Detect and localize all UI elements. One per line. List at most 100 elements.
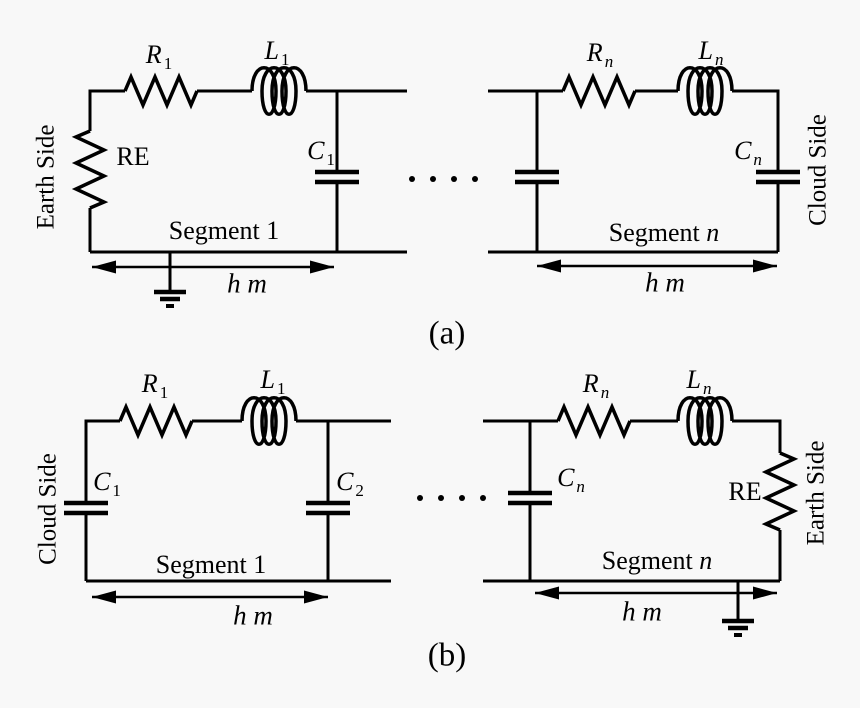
resistor-re-a — [71, 129, 109, 210]
r1-a-symbol: R — [145, 40, 162, 69]
l1-b-symbol: L — [260, 365, 275, 394]
l1-b-subscript: 1 — [276, 379, 286, 398]
caption-b: (b) — [427, 637, 467, 674]
l1-a-symbol: L — [264, 36, 279, 65]
panel-b-circuit — [64, 396, 799, 637]
wire-an-top-right — [732, 89, 780, 172]
resistor-rn-b — [556, 402, 632, 440]
segment1-b-index: 1 — [253, 550, 267, 579]
c2-b-symbol: C — [336, 467, 354, 496]
arrowhead-left-b1 — [92, 590, 116, 604]
arrowhead-right-b1 — [304, 590, 328, 604]
arrowhead-left-an — [537, 259, 561, 273]
r1-a-subscript: 1 — [163, 54, 173, 73]
side-label-earth-a: Earth Side — [32, 124, 60, 230]
label-segmentn-b: Segment n — [602, 548, 713, 574]
arrowhead-right-a1 — [310, 260, 334, 274]
c1-b-subscript: 1 — [112, 481, 121, 500]
c1-b-symbol: C — [93, 467, 111, 496]
label-hm-bn: h m — [622, 596, 662, 627]
label-segment1-a: Segment 1 — [169, 218, 280, 244]
arrowhead-right-bn — [753, 586, 777, 600]
dot — [438, 495, 444, 501]
segmentn-b-word: Segment — [601, 546, 693, 575]
segment1-a-word: Segment — [168, 216, 260, 245]
cn-b-subscript: n — [576, 477, 585, 496]
label-segmentn-a: Segment n — [609, 220, 720, 246]
wire-b1-left-top — [84, 419, 120, 503]
label-hm-an: h m — [645, 267, 685, 298]
segment1-a-index: 1 — [266, 216, 280, 245]
r1-b-subscript: 1 — [159, 383, 169, 402]
l1-a-subscript: 1 — [280, 50, 290, 69]
wire-bn-top-right — [732, 419, 782, 453]
inductor-ln-b — [676, 396, 734, 446]
resistor-re-b — [761, 451, 799, 532]
c2-b-subscript: 2 — [355, 481, 364, 500]
dot — [451, 176, 457, 182]
dot — [459, 495, 465, 501]
cn-b-symbol: C — [557, 463, 575, 492]
ground-symbol-b — [722, 581, 754, 637]
wire-a1-left-top — [88, 89, 125, 131]
dot — [472, 176, 478, 182]
dimension-arrow-a1 — [92, 260, 334, 274]
inductor-ln-a — [676, 66, 734, 116]
ground-symbol-a — [154, 252, 186, 308]
segment1-b-word: Segment — [155, 550, 247, 579]
ellipsis-dots-a — [409, 176, 478, 182]
rn-a-symbol: R — [586, 38, 603, 67]
ln-a-subscript: n — [714, 50, 724, 69]
cn-a-subscript: n — [753, 150, 762, 169]
caption-a: (a) — [428, 315, 466, 352]
rn-b-subscript: n — [600, 383, 610, 402]
resistor-rn-a — [561, 72, 637, 110]
resistor-r1-a — [123, 72, 199, 110]
c1-a-subscript: 1 — [326, 150, 335, 169]
ln-b-subscript: n — [702, 379, 712, 398]
panel-a-circuit — [71, 66, 800, 308]
arrowhead-left-bn — [535, 586, 559, 600]
label-re-b: RE — [728, 477, 762, 506]
arrowhead-left-a1 — [92, 260, 116, 274]
c1-a-symbol: C — [307, 136, 325, 165]
segmentn-b-index: n — [699, 546, 713, 575]
rn-a-subscript: n — [604, 52, 614, 71]
dimension-arrow-an — [537, 259, 777, 273]
ln-a-symbol: L — [698, 36, 713, 65]
dimension-arrow-b1 — [92, 590, 328, 604]
dot — [480, 495, 486, 501]
segmentn-a-word: Segment — [608, 218, 700, 247]
r1-b-symbol: R — [141, 369, 158, 398]
cn-a-symbol: C — [734, 136, 752, 165]
arrowhead-right-an — [753, 259, 777, 273]
rn-b-symbol: R — [582, 369, 599, 398]
segmentn-a-index: n — [706, 218, 720, 247]
resistor-r1-b — [118, 402, 194, 440]
label-re-a: RE — [116, 142, 150, 171]
dot — [409, 176, 415, 182]
dot — [417, 495, 423, 501]
label-hm-a1: h m — [227, 268, 267, 299]
dot — [430, 176, 436, 182]
label-hm-b1: h m — [233, 600, 273, 631]
dimension-arrow-bn — [535, 586, 777, 600]
label-segment1-b: Segment 1 — [156, 552, 267, 578]
inductor-l1-b — [240, 396, 298, 446]
side-label-cloud-b: Cloud Side — [34, 453, 62, 565]
inductor-l1-a — [250, 66, 308, 116]
side-label-earth-b: Earth Side — [802, 440, 830, 546]
